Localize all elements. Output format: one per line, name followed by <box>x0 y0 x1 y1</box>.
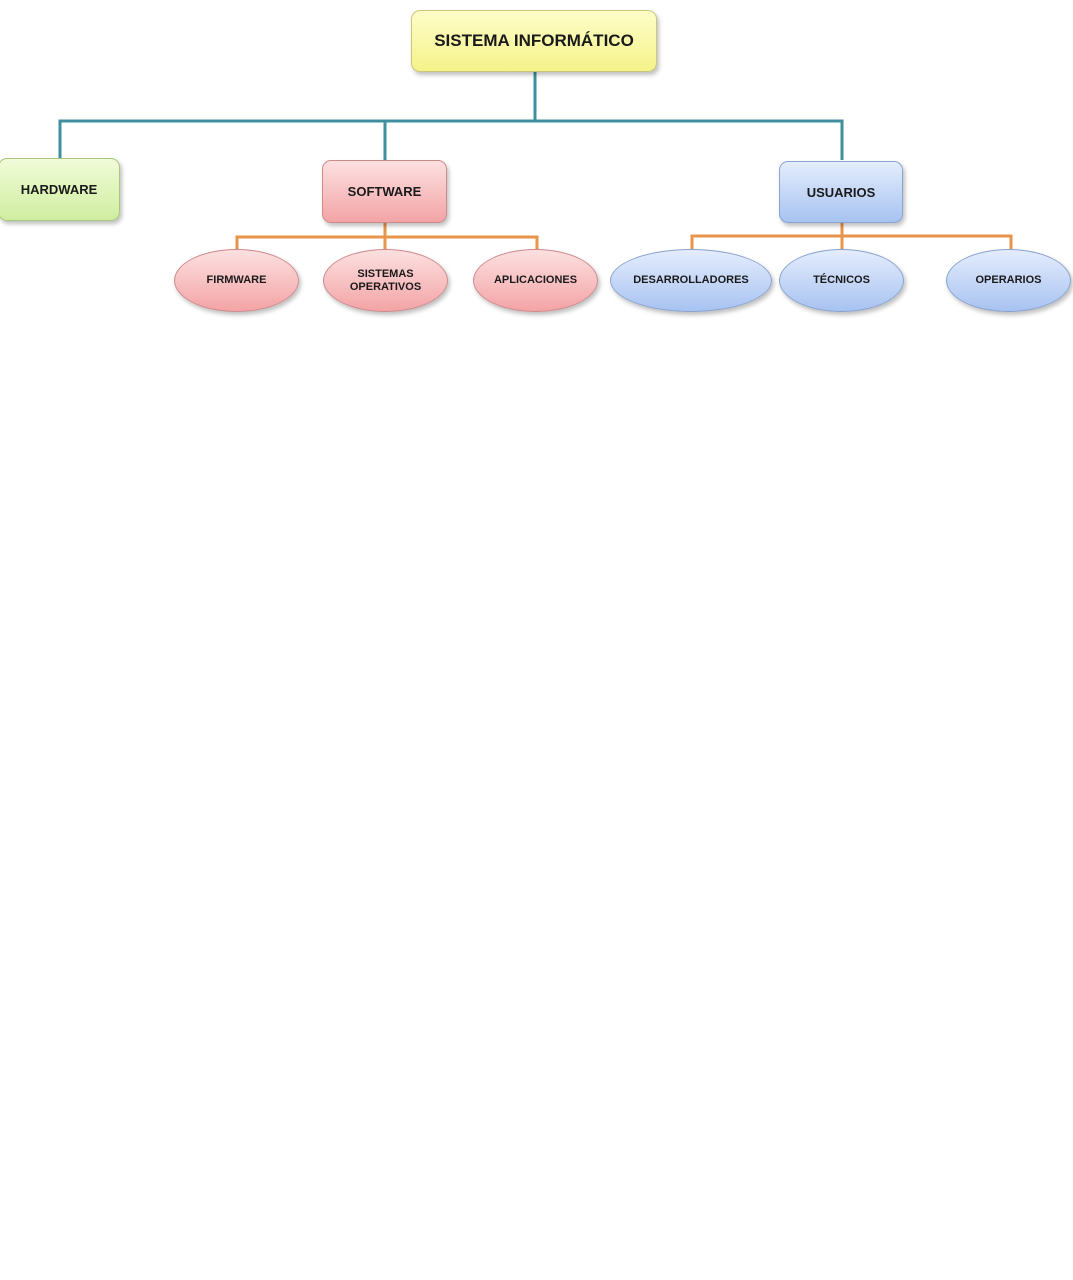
desarrolladores-node: DESARROLLADORES <box>610 249 772 312</box>
root-node: SISTEMA INFORMÁTICO <box>411 10 657 72</box>
firmware-node: FIRMWARE <box>174 249 299 312</box>
desarrolladores-label: DESARROLLADORES <box>633 274 749 286</box>
main-connector <box>58 72 844 160</box>
operarios-label: OPERARIOS <box>975 274 1042 286</box>
tecnicos-node: TÉCNICOS <box>779 249 904 312</box>
aplicaciones-label: APLICACIONES <box>493 274 578 286</box>
usuarios-node: USUARIOS <box>779 161 903 223</box>
aplicaciones-node: APLICACIONES <box>473 249 598 312</box>
connectors <box>58 72 1013 249</box>
root-label: SISTEMA INFORMÁTICO <box>434 31 634 50</box>
sistemas-operativos-label: SISTEMAS OPERATIVOS <box>349 267 422 293</box>
usuarios-label: USUARIOS <box>806 184 876 200</box>
operarios-node: OPERARIOS <box>946 249 1071 312</box>
firmware-label: FIRMWARE <box>206 274 267 286</box>
software-node: SOFTWARE <box>322 160 447 223</box>
hardware-node: HARDWARE <box>0 158 120 221</box>
hardware-label: HARDWARE <box>20 182 98 197</box>
sistemas-operativos-node: SISTEMAS OPERATIVOS <box>323 249 448 312</box>
sub-connector <box>235 223 1013 249</box>
tecnicos-label: TÉCNICOS <box>813 274 870 286</box>
software-label: SOFTWARE <box>347 184 422 199</box>
